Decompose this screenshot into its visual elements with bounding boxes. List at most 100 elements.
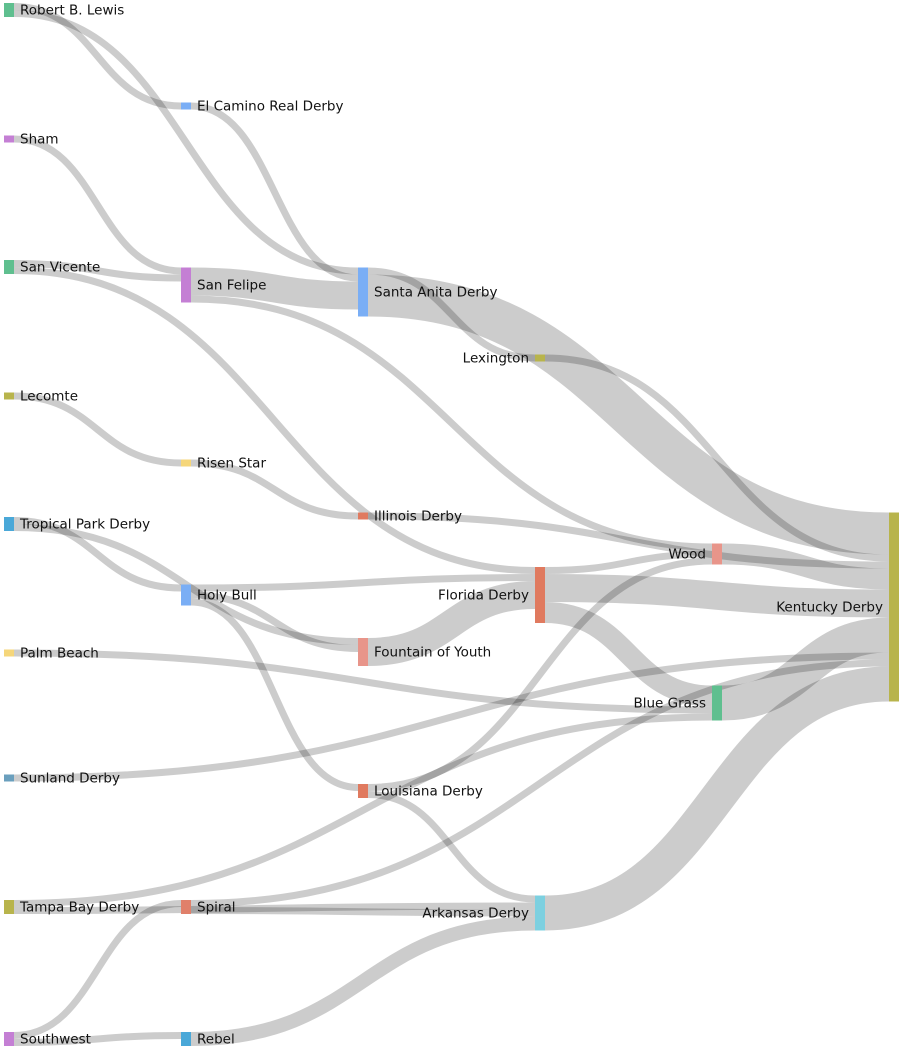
- node-louisiana-derby[interactable]: Louisiana Derby: [358, 784, 483, 800]
- node-label: Southwest: [20, 1032, 91, 1048]
- link-san-felipe-to-wood[interactable]: [190, 295, 713, 551]
- link-holy-bull-to-florida-derby[interactable]: [190, 574, 536, 592]
- node-wood[interactable]: Wood: [668, 543, 722, 565]
- node-bar[interactable]: [181, 459, 191, 467]
- node-bar[interactable]: [4, 1032, 14, 1046]
- link-blue-grass-to-kentucky-derby[interactable]: [721, 617, 890, 721]
- node-label: Santa Anita Derby: [374, 285, 497, 301]
- link-palm-beach-to-blue-grass[interactable]: [13, 649, 713, 714]
- link-spiral-to-kentucky-derby[interactable]: [190, 659, 890, 907]
- node-bar[interactable]: [535, 567, 545, 623]
- node-arkansas-derby[interactable]: Arkansas Derby: [422, 895, 545, 931]
- link-arkansas-derby-to-kentucky-derby[interactable]: [544, 666, 890, 931]
- node-bar[interactable]: [4, 135, 14, 143]
- node-santa-anita-derby[interactable]: Santa Anita Derby: [358, 267, 497, 317]
- node-florida-derby[interactable]: Florida Derby: [438, 567, 545, 623]
- node-southwest[interactable]: Southwest: [4, 1032, 91, 1048]
- node-tropical-park-derby[interactable]: Tropical Park Derby: [4, 517, 150, 533]
- node-label: Robert B. Lewis: [20, 3, 124, 19]
- link-risen-star-to-illinois-derby[interactable]: [190, 459, 359, 520]
- link-fountain-of-youth-to-florida-derby[interactable]: [367, 581, 536, 666]
- node-label: Holy Bull: [197, 588, 257, 604]
- link-tropical-park-derby-to-holy-bull[interactable]: [13, 517, 182, 592]
- node-label: San Vicente: [20, 260, 100, 276]
- link-robert-b-lewis-to-el-camino-real-derby[interactable]: [13, 3, 182, 110]
- node-label: Lexington: [463, 351, 529, 367]
- node-bar[interactable]: [4, 900, 14, 914]
- link-san-vicente-to-san-felipe[interactable]: [13, 260, 182, 282]
- link-rebel-to-arkansas-derby[interactable]: [190, 916, 536, 1046]
- node-tampa-bay-derby[interactable]: Tampa Bay Derby: [4, 900, 139, 916]
- node-sham[interactable]: Sham: [4, 132, 59, 148]
- node-bar[interactable]: [4, 517, 14, 531]
- node-palm-beach[interactable]: Palm Beach: [4, 646, 99, 662]
- node-label: Sham: [20, 132, 59, 148]
- link-san-felipe-to-santa-anita-derby[interactable]: [190, 267, 359, 310]
- link-wood-to-kentucky-derby[interactable]: [721, 543, 890, 590]
- link-louisiana-derby-to-arkansas-derby[interactable]: [367, 791, 536, 903]
- link-southwest-to-spiral[interactable]: [13, 900, 182, 1039]
- node-blue-grass[interactable]: Blue Grass: [633, 685, 722, 721]
- link-florida-derby-to-kentucky-derby[interactable]: [544, 574, 890, 618]
- node-bar[interactable]: [181, 267, 191, 303]
- link-tampa-bay-derby-to-arkansas-derby[interactable]: [13, 902, 536, 914]
- node-bar[interactable]: [181, 1032, 191, 1046]
- link-florida-derby-to-wood[interactable]: [544, 550, 713, 574]
- node-lexington[interactable]: Lexington: [463, 351, 545, 367]
- link-louisiana-derby-to-wood[interactable]: [367, 557, 713, 791]
- node-holy-bull[interactable]: Holy Bull: [181, 584, 257, 606]
- link-lexington-to-kentucky-derby[interactable]: [544, 354, 890, 562]
- node-bar[interactable]: [4, 260, 14, 274]
- node-rebel[interactable]: Rebel: [181, 1032, 235, 1048]
- link-florida-derby-to-blue-grass[interactable]: [544, 602, 713, 707]
- node-kentucky-derby[interactable]: Kentucky Derby: [776, 512, 899, 702]
- node-bar[interactable]: [358, 638, 368, 666]
- link-el-camino-real-derby-to-santa-anita-derby[interactable]: [190, 102, 359, 282]
- node-bar[interactable]: [4, 392, 14, 400]
- node-risen-star[interactable]: Risen Star: [181, 456, 266, 472]
- link-san-vicente-to-florida-derby[interactable]: [13, 267, 536, 574]
- node-bar[interactable]: [889, 512, 899, 702]
- node-spiral[interactable]: Spiral: [181, 900, 235, 916]
- link-robert-b-lewis-to-santa-anita-derby[interactable]: [13, 10, 359, 275]
- node-bar[interactable]: [712, 685, 722, 721]
- node-illinois-derby[interactable]: Illinois Derby: [358, 509, 462, 525]
- node-san-vicente[interactable]: San Vicente: [4, 260, 100, 276]
- node-label: Arkansas Derby: [422, 906, 529, 922]
- link-santa-anita-derby-to-kentucky-derby[interactable]: [367, 274, 890, 555]
- link-holy-bull-to-fountain-of-youth[interactable]: [190, 591, 359, 652]
- node-san-felipe[interactable]: San Felipe: [181, 267, 266, 303]
- node-bar[interactable]: [535, 895, 545, 931]
- link-santa-anita-derby-to-lexington[interactable]: [367, 267, 536, 362]
- node-bar[interactable]: [4, 649, 14, 657]
- link-southwest-to-rebel[interactable]: [13, 1032, 182, 1046]
- node-bar[interactable]: [181, 584, 191, 606]
- node-fountain-of-youth[interactable]: Fountain of Youth: [358, 638, 491, 666]
- node-bar[interactable]: [358, 267, 368, 317]
- link-tampa-bay-derby-to-blue-grass[interactable]: [13, 713, 713, 907]
- node-bar[interactable]: [712, 543, 722, 565]
- link-spiral-to-arkansas-derby[interactable]: [190, 907, 536, 917]
- links-layer: [13, 3, 890, 1046]
- node-label: Tropical Park Derby: [19, 517, 150, 533]
- node-bar[interactable]: [4, 774, 14, 782]
- node-bar[interactable]: [181, 900, 191, 914]
- node-label: Wood: [668, 547, 706, 563]
- node-bar[interactable]: [358, 512, 368, 520]
- link-sunland-derby-to-kentucky-derby[interactable]: [13, 652, 890, 782]
- node-el-camino-real-derby[interactable]: El Camino Real Derby: [181, 99, 343, 115]
- link-sham-to-san-felipe[interactable]: [13, 135, 182, 275]
- node-bar[interactable]: [358, 784, 368, 798]
- node-bar[interactable]: [535, 354, 545, 362]
- node-sunland-derby[interactable]: Sunland Derby: [4, 771, 120, 787]
- node-label: Louisiana Derby: [374, 784, 483, 800]
- link-holy-bull-to-louisiana-derby[interactable]: [190, 598, 359, 791]
- link-lecomte-to-risen-star[interactable]: [13, 392, 182, 467]
- node-lecomte[interactable]: Lecomte: [4, 389, 78, 405]
- link-illinois-derby-to-kentucky-derby[interactable]: [367, 512, 890, 569]
- node-robert-b-lewis[interactable]: Robert B. Lewis: [4, 3, 124, 19]
- node-bar[interactable]: [4, 3, 14, 17]
- node-bar[interactable]: [181, 102, 191, 110]
